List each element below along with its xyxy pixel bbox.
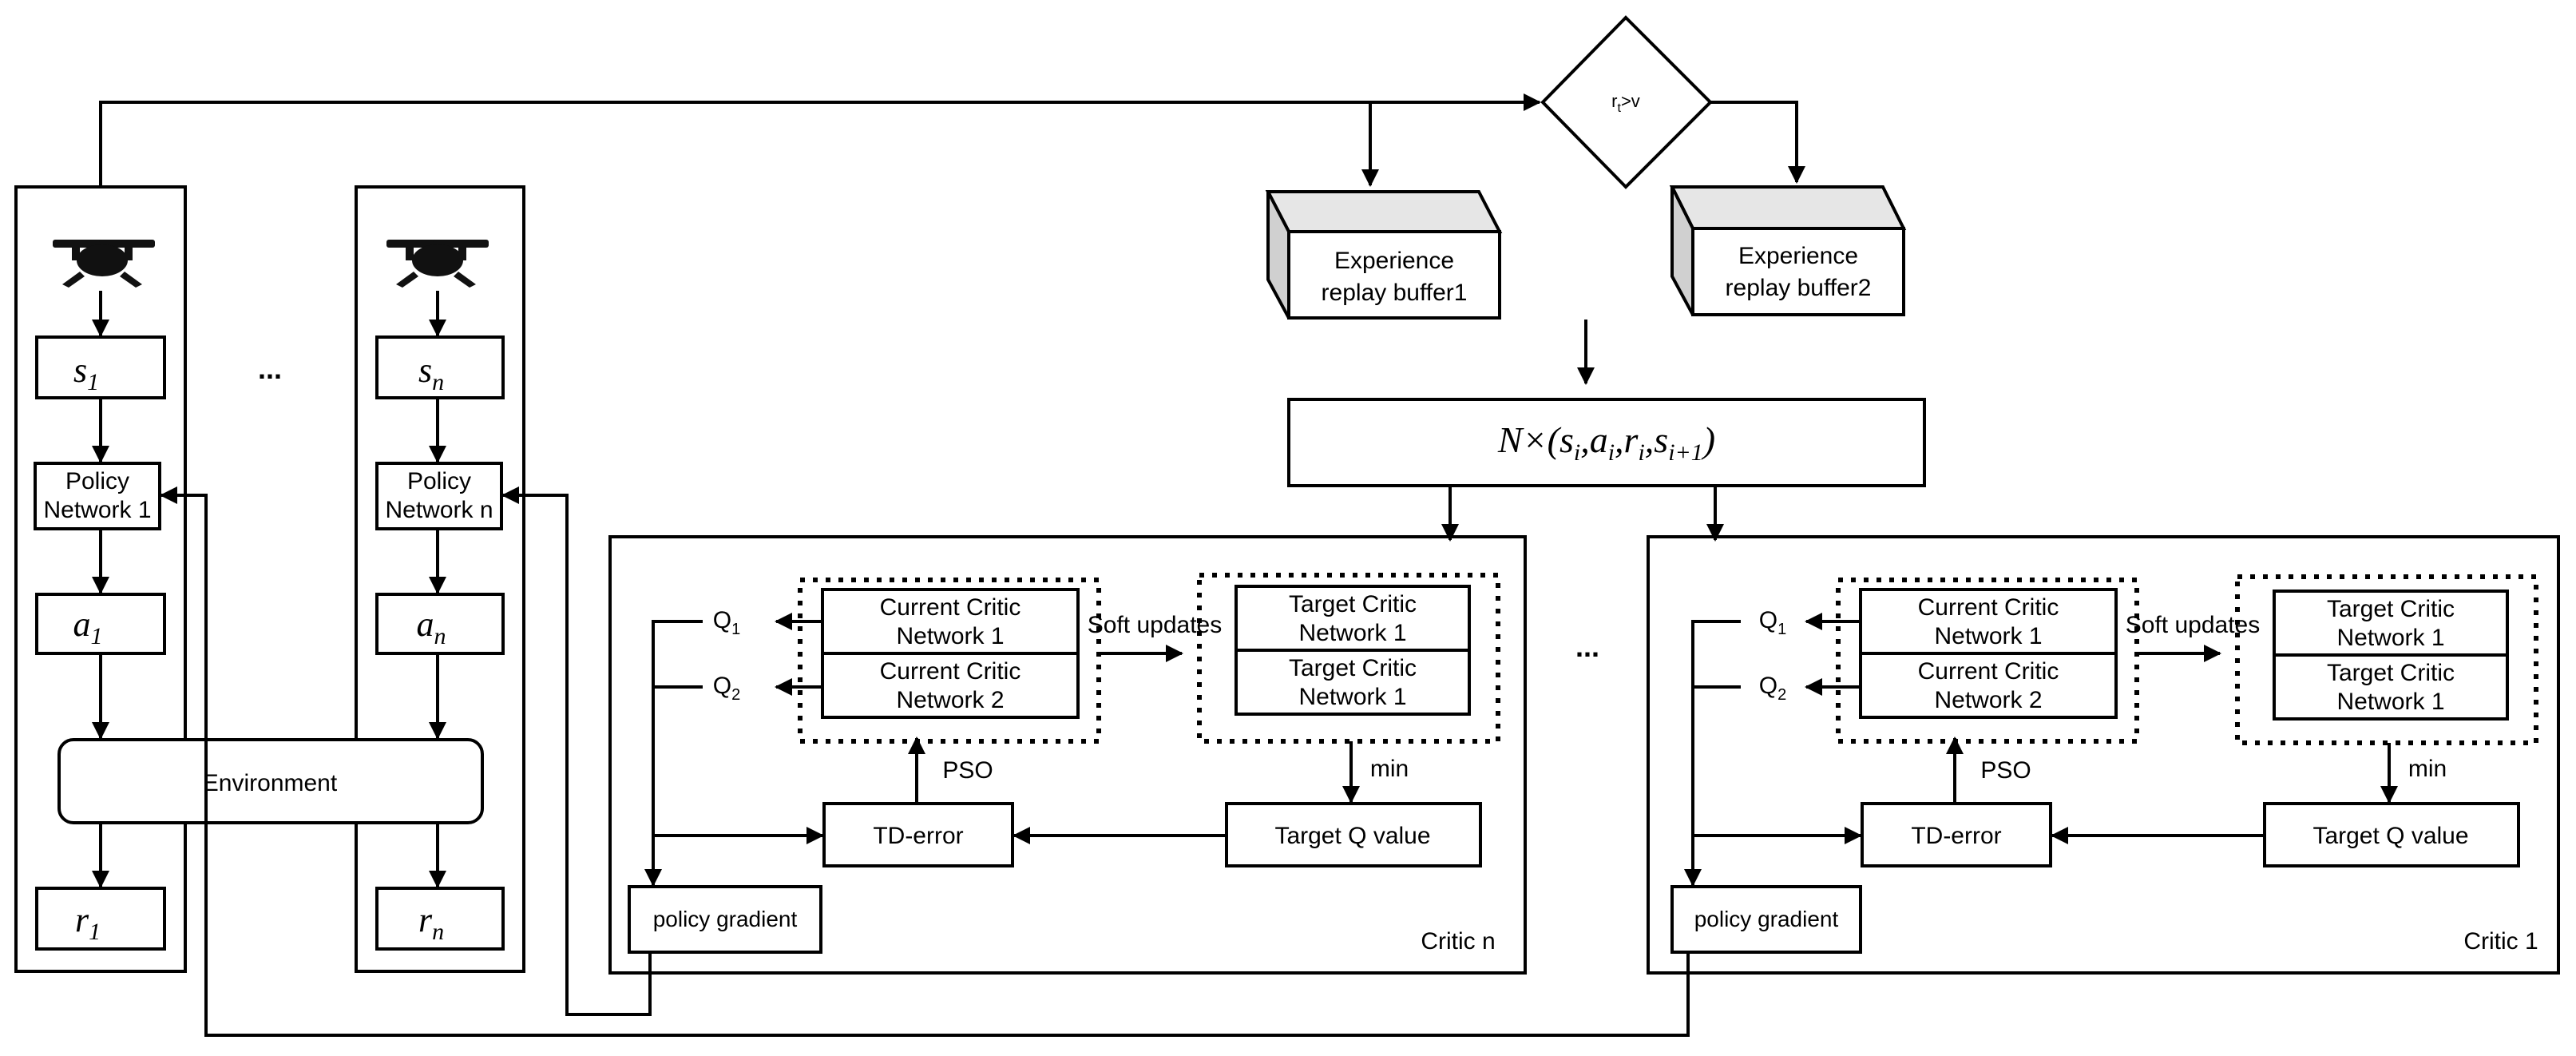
agents-ellipsis: ... [258,352,282,385]
decision-diamond [1540,15,1713,189]
current-critic-2-line2: Network 2 [896,687,1004,713]
current-critic-1-line2: Network 1 [1934,623,2042,649]
target-critic-2-line1: Target Critic [2327,660,2455,686]
current-critic-1-line1: Current Critic [880,594,1021,621]
target-critic-1-line1: Target Critic [2327,596,2455,622]
sample-batch-box [1287,398,1926,487]
target-critic-2-line2: Network 1 [2336,689,2444,715]
buffer-1-line1: Experience [1334,248,1454,274]
critic-n-panel [608,535,1527,975]
state-label-n: sn [418,351,444,395]
critic-1-panel [1647,535,2560,975]
current-critic-1-line2: Network 1 [896,623,1004,649]
q2-label: Q2 [713,673,740,704]
target-q-label: Target Q value [1274,823,1430,849]
reward-box-n [375,887,505,951]
pso-label: PSO [942,757,993,784]
action-label-1: a1 [73,605,103,649]
current-critic-2-line2: Network 2 [1934,687,2042,713]
critic-n-texts: Q1 Q2 Current Critic Network 1 Current C… [653,591,1496,955]
q1-label: Q1 [1759,607,1786,638]
target-critic-1-line1: Target Critic [1289,591,1417,617]
reward-label-n: rn [418,900,444,945]
state-box-1 [35,335,166,399]
q2-label: Q2 [1759,673,1786,704]
target-critic-2-line1: Target Critic [1289,655,1417,681]
reward-label-1: r1 [75,900,101,945]
agent-n-panel [355,185,525,973]
sample-label: N×(si,ai,ri,si+1) [1497,419,1715,466]
target-critic-1-line2: Network 1 [1298,620,1406,646]
buffer-2-line1: Experience [1738,243,1858,269]
environment-label: Environment [203,770,338,796]
policy-label-n-line1: Policy [407,468,471,494]
target-critic-2-box [1234,649,1471,716]
state-label-1: s1 [73,351,99,395]
action-box-n [375,593,505,655]
target-critic-2-line2: Network 1 [1298,684,1406,710]
current-critic-2-line1: Current Critic [880,658,1021,685]
action-label-n: an [417,605,446,649]
critics-ellipsis: ... [1575,630,1599,663]
q1-label: Q1 [713,607,740,638]
policy-label-n-line2: Network n [385,497,493,523]
decision-label: rt>v [1611,91,1640,115]
target-q-label: Target Q value [2312,823,2468,849]
target-critics-group [2235,574,2538,745]
current-critic-2-line1: Current Critic [1918,658,2059,685]
policy-label-1-line1: Policy [65,468,129,494]
soft-updates-label: Soft updates [1088,612,1222,638]
critic-name-label: Critic 1 [2463,928,2538,955]
policy-gradient-box [1670,885,1862,954]
target-critic-1-line2: Network 1 [2336,625,2444,651]
critic-name-label: Critic n [1421,928,1495,955]
replay-buffer-2 [1669,185,1907,316]
drone-icon [386,240,489,288]
policy-label-1-line2: Network 1 [43,497,151,523]
soft-updates-label: Soft updates [2126,612,2260,638]
buffer-2-line2: replay buffer2 [1726,275,1872,301]
target-critic-2-box [2273,653,2509,721]
replay-buffer-1 [1265,190,1503,320]
td-error-label: TD-error [1911,823,2001,849]
buffer-1-line2: replay buffer1 [1322,280,1468,306]
policy-gradient-box [628,885,822,954]
critic-1-texts: Q1 Q2 Current Critic Network 1 Current C… [1694,594,2538,955]
pso-label: PSO [1980,757,2031,784]
policy-gradient-label: policy gradient [653,907,798,931]
min-label: min [1370,756,1409,782]
drone-icon [53,240,155,288]
policy-gradient-label: policy gradient [1694,907,1839,931]
state-box-n [375,335,505,399]
td-error-label: TD-error [873,823,963,849]
target-critics-group [1197,573,1500,744]
environment-box [57,738,484,824]
min-label: min [2408,756,2447,782]
reward-box-1 [35,887,166,951]
current-critic-1-line1: Current Critic [1918,594,2059,621]
